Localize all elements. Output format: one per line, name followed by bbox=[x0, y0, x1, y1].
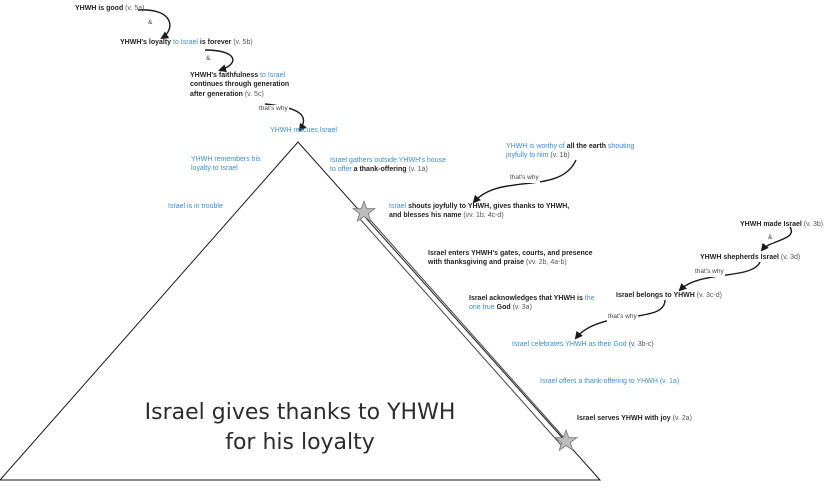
node-text-blue: the bbox=[582, 295, 595, 302]
node-israel-shouts: Israel shouts joyfully to YHWH, gives th… bbox=[389, 202, 569, 221]
connector-label-and: & bbox=[147, 19, 154, 28]
node-yhwh-shepherds: YHWH shepherds Israel (v. 3d) bbox=[700, 253, 800, 262]
node-yhwh-faithfulness: YHWH's faithfulness to Israel continues … bbox=[190, 71, 289, 99]
node-text: YHWH as their God bbox=[563, 341, 627, 348]
node-text: Israel serves YHWH with joy bbox=[577, 415, 671, 422]
node-text: Israel gathers outside YHWH's house bbox=[330, 157, 446, 164]
node-ref: (v. 5a) bbox=[123, 5, 145, 12]
node-text: loyalty to Israel bbox=[191, 165, 238, 173]
track-line-inner bbox=[359, 218, 563, 447]
node-israel-trouble: Israel is in trouble bbox=[168, 203, 223, 210]
node-text: YHWH is worthy of bbox=[506, 143, 567, 150]
node-ref: (vv. 2b, 4a-b) bbox=[524, 259, 567, 267]
node-yhwh-made: YHWH made Israel (v. 3b) bbox=[740, 220, 823, 229]
title-line: Israel gives thanks to YHWH bbox=[144, 400, 456, 425]
node-text: joyfully to him bbox=[506, 152, 549, 160]
node-text: YHWH's loyalty bbox=[120, 39, 172, 46]
connector-label-thats-why: that's why bbox=[694, 268, 725, 277]
plot-triangle bbox=[0, 141, 602, 481]
node-text: shouts joyfully to YHWH, gives thanks to… bbox=[406, 203, 570, 210]
node-israel-serves: Israel serves YHWH with joy (v. 2a) bbox=[577, 414, 692, 423]
connector-label-thats-why: that's why bbox=[258, 105, 289, 114]
node-ref: (v. 3a) bbox=[510, 304, 532, 312]
node-ref: (v. 3b) bbox=[801, 221, 824, 228]
node-text: Israel enters YHWH's gates, courts, and … bbox=[428, 250, 593, 257]
node-text: Israel acknowledges that YHWH is bbox=[469, 295, 583, 302]
title-line: for his loyalty bbox=[225, 429, 375, 455]
node-yhwh-worthy: YHWH is worthy of all the earth shouting… bbox=[506, 142, 634, 161]
node-text: YHWH made Israel bbox=[740, 221, 802, 228]
node-text: a thank-offering bbox=[351, 166, 407, 174]
node-israel-enters: Israel enters YHWH's gates, courts, and … bbox=[428, 249, 593, 268]
node-ref: (v. 5b) bbox=[231, 39, 253, 46]
node-text: with thanksgiving and praise bbox=[428, 259, 525, 267]
node-israel-celebrates: Israel celebrates YHWH as their God (v. … bbox=[512, 340, 654, 349]
node-ref: (v. 1b) bbox=[548, 152, 570, 160]
node-yhwh-remembers: YHWH remembers his loyalty to Israel bbox=[191, 155, 261, 174]
node-yhwh-good: YHWH is good (v. 5a) bbox=[75, 4, 144, 13]
node-text: all the earth bbox=[566, 143, 606, 150]
node-ref: (v. 3b-c) bbox=[626, 341, 654, 348]
connector-label-and: & bbox=[205, 55, 212, 64]
connector-4 bbox=[472, 159, 577, 204]
node-text: Israel belongs to YHWH bbox=[616, 292, 695, 299]
node-text-blue: to Israel bbox=[171, 39, 198, 46]
star-icon bbox=[553, 428, 579, 452]
star-icon bbox=[351, 199, 377, 223]
node-yhwh-loyalty: YHWH's loyalty to Israel is forever (v. … bbox=[120, 38, 253, 47]
node-ref: (v. 5c) bbox=[242, 90, 264, 98]
node-israel-belongs: Israel belongs to YHWH (v. 3c-d) bbox=[616, 291, 722, 300]
node-israel-gathers: Israel gathers outside YHWH's house to o… bbox=[330, 156, 446, 175]
node-israel-offers: Israel offers a thank-offering to YHWH (… bbox=[540, 378, 680, 385]
node-ref: (v. 3d) bbox=[778, 254, 801, 261]
node-text: YHWH shepherds Israel bbox=[700, 254, 779, 261]
node-text: is forever bbox=[197, 39, 232, 46]
node-text-blue: to Israel bbox=[258, 72, 286, 79]
connector-2 bbox=[204, 49, 234, 73]
node-text: and blesses his name bbox=[389, 212, 462, 220]
node-text: shouting bbox=[605, 143, 635, 150]
plot-title: Israel gives thanks to YHWH for his loya… bbox=[120, 398, 480, 457]
track-line-outer bbox=[363, 212, 567, 441]
node-text: YHWH's faithfulness bbox=[190, 72, 259, 79]
node-ref: (vv. 1b, 4c-d) bbox=[461, 212, 504, 220]
connector-label-thats-why: that's why bbox=[607, 313, 638, 322]
node-text: to offer bbox=[330, 166, 352, 174]
node-text: YHWH is good bbox=[75, 5, 124, 12]
connector-label-thats-why: that's why bbox=[509, 174, 540, 183]
node-ref: (v. 1a) bbox=[406, 166, 428, 174]
connector-label-and: & bbox=[767, 234, 774, 243]
node-ref: (v. 2a) bbox=[670, 415, 692, 422]
node-text-blue: one true bbox=[469, 304, 495, 312]
node-israel-acknowledges: Israel acknowledges that YHWH is the one… bbox=[469, 294, 595, 313]
node-text: continues through generation bbox=[190, 81, 290, 89]
connector-1 bbox=[137, 9, 171, 40]
node-text: Israel bbox=[389, 203, 407, 210]
node-ref: (v. 3c-d) bbox=[694, 292, 722, 299]
node-text: YHWH remembers his bbox=[191, 156, 261, 163]
node-text: Israel celebrates bbox=[512, 341, 564, 348]
node-text: God bbox=[494, 304, 511, 312]
node-text: after generation bbox=[190, 90, 243, 98]
connector-5 bbox=[760, 226, 793, 252]
node-yhwh-rescues: YHWH rescues Israel bbox=[270, 127, 337, 134]
